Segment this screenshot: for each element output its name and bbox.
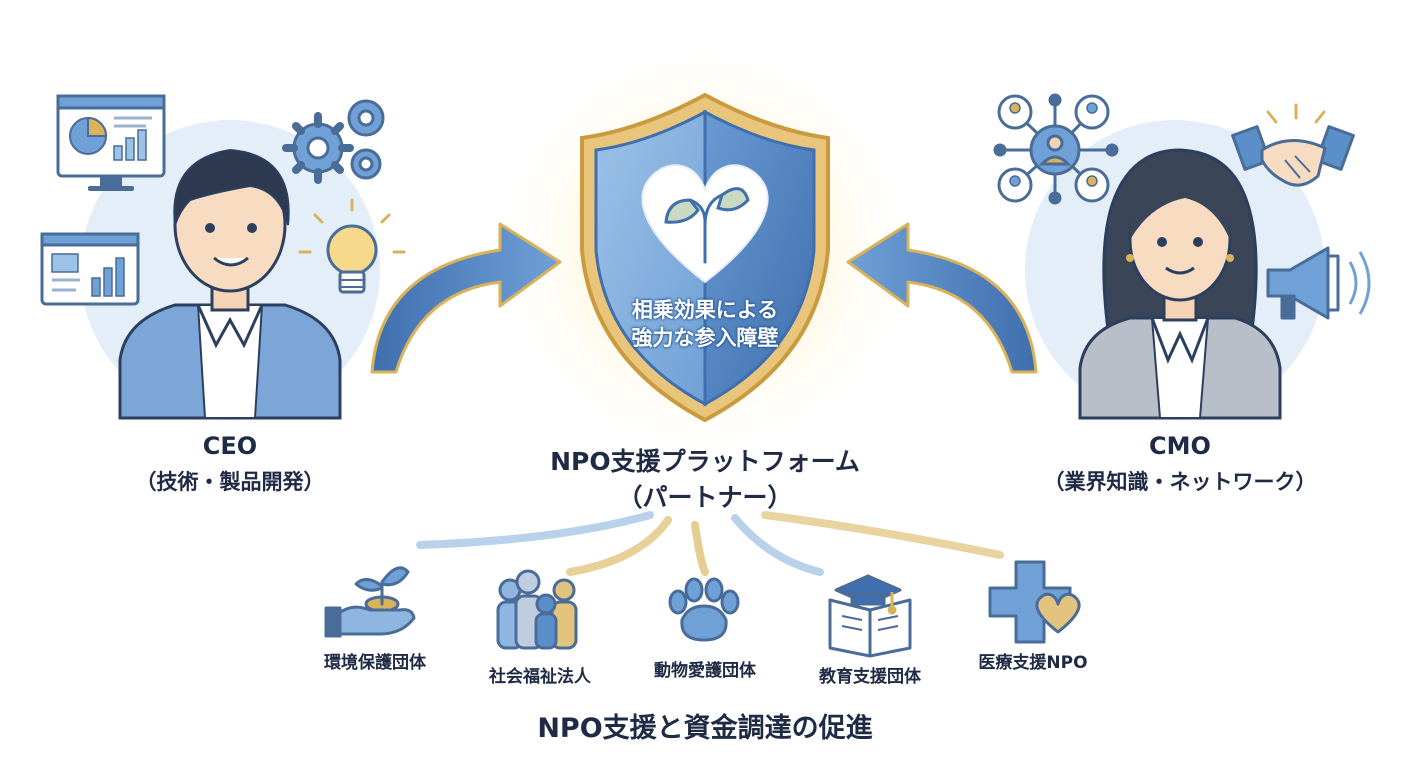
cmo-subtitle: （業界知識・ネットワーク） <box>1043 470 1317 494</box>
ribbon-to-education <box>731 514 824 576</box>
graduation-book-icon <box>828 574 912 658</box>
cmo-figure <box>993 93 1371 420</box>
megaphone-icon <box>1266 246 1371 320</box>
org-label-animal: 動物愛護団体 <box>654 661 756 681</box>
monitor-chart-icon <box>56 94 166 191</box>
platform-subtitle: （パートナー） <box>617 483 793 512</box>
lightbulb-icon <box>298 198 406 294</box>
paw-icon <box>668 577 740 642</box>
platform-title: NPO支援プラットフォーム <box>550 447 860 476</box>
org-label-welfare: 社会福祉法人 <box>489 667 591 687</box>
dashboard-screen-icon <box>40 232 140 306</box>
ceo-subtitle: （技術・製品開発） <box>135 470 325 494</box>
medical-cross-heart-icon <box>988 560 1081 644</box>
sprout-icon <box>664 187 750 264</box>
footer-caption: NPO支援と資金調達の促進 <box>537 713 873 744</box>
connection-ribbons <box>416 511 1004 576</box>
ceo-person <box>118 148 342 420</box>
ribbon-to-welfare <box>566 516 672 576</box>
sprout-hand-icon <box>324 566 416 638</box>
gears-icon <box>282 99 385 184</box>
org-label-education: 教育支援団体 <box>819 667 921 687</box>
cmo-person <box>1078 148 1282 420</box>
ribbon-to-environment <box>416 511 654 549</box>
ribbon-to-animal <box>691 521 709 576</box>
cmo-title: CMO <box>1149 432 1211 460</box>
network-people-icon <box>993 93 1119 205</box>
org-label-medical: 医療支援NPO <box>978 653 1088 673</box>
ceo-to-shield-arrow <box>370 222 562 374</box>
handshake-icon <box>1231 103 1355 187</box>
shield-icon <box>580 92 830 423</box>
org-label-environment: 環境保護団体 <box>324 653 426 673</box>
cmo-to-shield-arrow <box>846 222 1038 374</box>
people-group-icon <box>496 569 578 650</box>
shield-text-line1: 相乗効果による <box>631 298 779 322</box>
shield-text-line2: 強力な参入障壁 <box>631 326 779 350</box>
ceo-title: CEO <box>202 432 258 460</box>
ribbon-to-medical <box>761 511 1004 559</box>
ceo-figure <box>40 94 406 420</box>
